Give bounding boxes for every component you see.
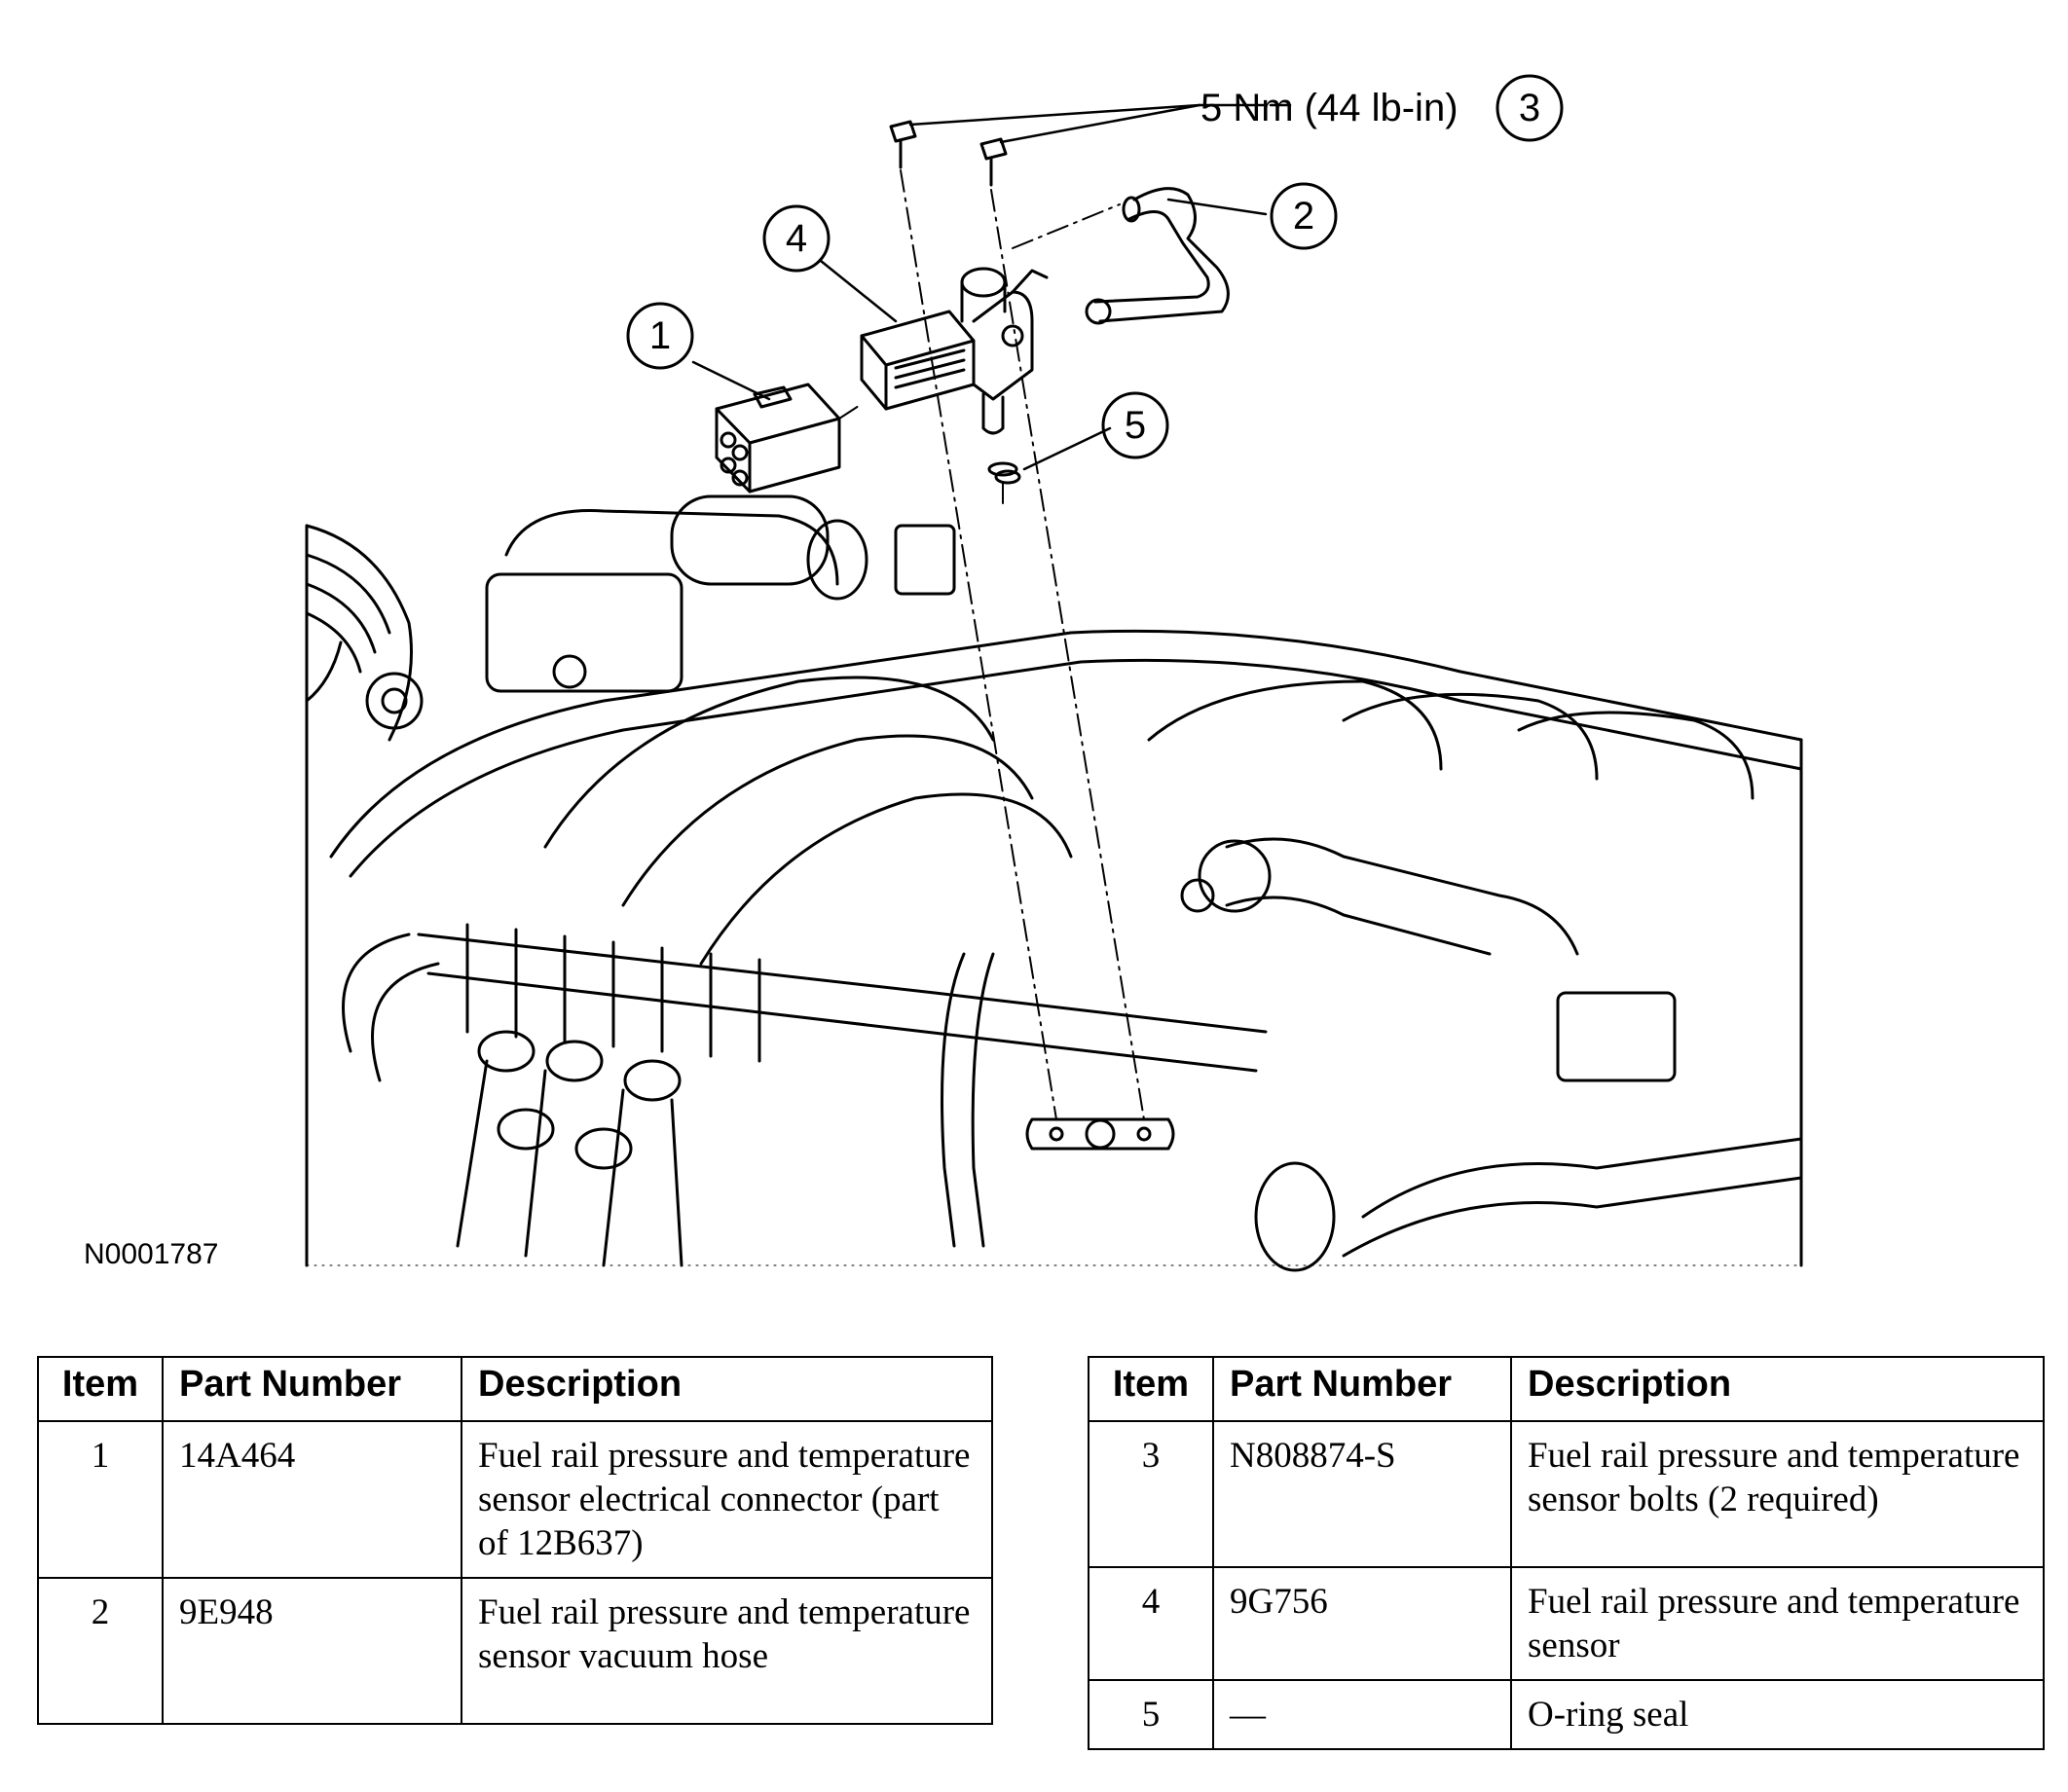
part-number-cell: 14A464 xyxy=(162,1420,462,1579)
header-description: Description xyxy=(1510,1356,2045,1422)
vacuum-hose-part xyxy=(1085,187,1230,325)
description-cell: Fuel rail pressure and temperature senso… xyxy=(1510,1566,2045,1681)
description-cell: O-ring seal xyxy=(1510,1679,2045,1750)
pressure-temperature-sensor-part xyxy=(860,267,1049,485)
description-cell: Fuel rail pressure and temperature senso… xyxy=(461,1577,993,1725)
table-row: 5 — O-ring seal xyxy=(1088,1679,2045,1750)
exploded-view-illustration: 1 2 3 4 5 5 Nm (44 lb-in) xyxy=(305,74,1803,1272)
callout-2: 2 xyxy=(1293,195,1314,238)
figure-id-label: N0001787 xyxy=(84,1238,219,1270)
table-header-row: Item Part Number Description xyxy=(1088,1356,2045,1422)
engine-intake-manifold xyxy=(305,494,1803,1272)
item-cell: 1 xyxy=(37,1420,164,1579)
description-cell: Fuel rail pressure and temperature senso… xyxy=(1510,1420,2045,1568)
part-number-cell: 9E948 xyxy=(162,1577,462,1725)
item-cell: 2 xyxy=(37,1577,164,1725)
torque-spec-label: 5 Nm (44 lb-in) xyxy=(1200,87,1459,129)
description-cell: Fuel rail pressure and temperature senso… xyxy=(461,1420,993,1579)
assembly-lines xyxy=(838,169,1145,1120)
o-ring-part xyxy=(987,461,1018,477)
part-number-cell: 9G756 xyxy=(1212,1566,1512,1681)
item-cell: 4 xyxy=(1088,1566,1214,1681)
table-row: 3 N808874-S Fuel rail pressure and tempe… xyxy=(1088,1420,2045,1568)
header-part-number: Part Number xyxy=(1212,1356,1512,1422)
callout-4: 4 xyxy=(786,217,807,260)
callout-3: 3 xyxy=(1519,87,1540,129)
table-row: 4 9G756 Fuel rail pressure and temperatu… xyxy=(1088,1566,2045,1681)
part-number-cell: — xyxy=(1212,1679,1512,1750)
parts-table-right: Item Part Number Description 3 N808874-S… xyxy=(1088,1356,2045,1750)
header-item: Item xyxy=(37,1356,164,1422)
header-part-number: Part Number xyxy=(162,1356,462,1422)
header-description: Description xyxy=(461,1356,993,1422)
electrical-connector-part xyxy=(715,383,841,494)
callout-1: 1 xyxy=(649,314,671,357)
leader-lines xyxy=(691,103,1292,471)
header-item: Item xyxy=(1088,1356,1214,1422)
callout-5: 5 xyxy=(1125,404,1146,447)
item-cell: 3 xyxy=(1088,1420,1214,1568)
table-row: 2 9E948 Fuel rail pressure and temperatu… xyxy=(37,1577,993,1725)
callout-circles xyxy=(626,74,1564,459)
part-number-cell: N808874-S xyxy=(1212,1420,1512,1568)
parts-table-left: Item Part Number Description 1 14A464 Fu… xyxy=(37,1356,993,1725)
table-header-row: Item Part Number Description xyxy=(37,1356,993,1422)
item-cell: 5 xyxy=(1088,1679,1214,1750)
sensor-bolts-part xyxy=(889,120,1008,187)
table-row: 1 14A464 Fuel rail pressure and temperat… xyxy=(37,1420,993,1579)
